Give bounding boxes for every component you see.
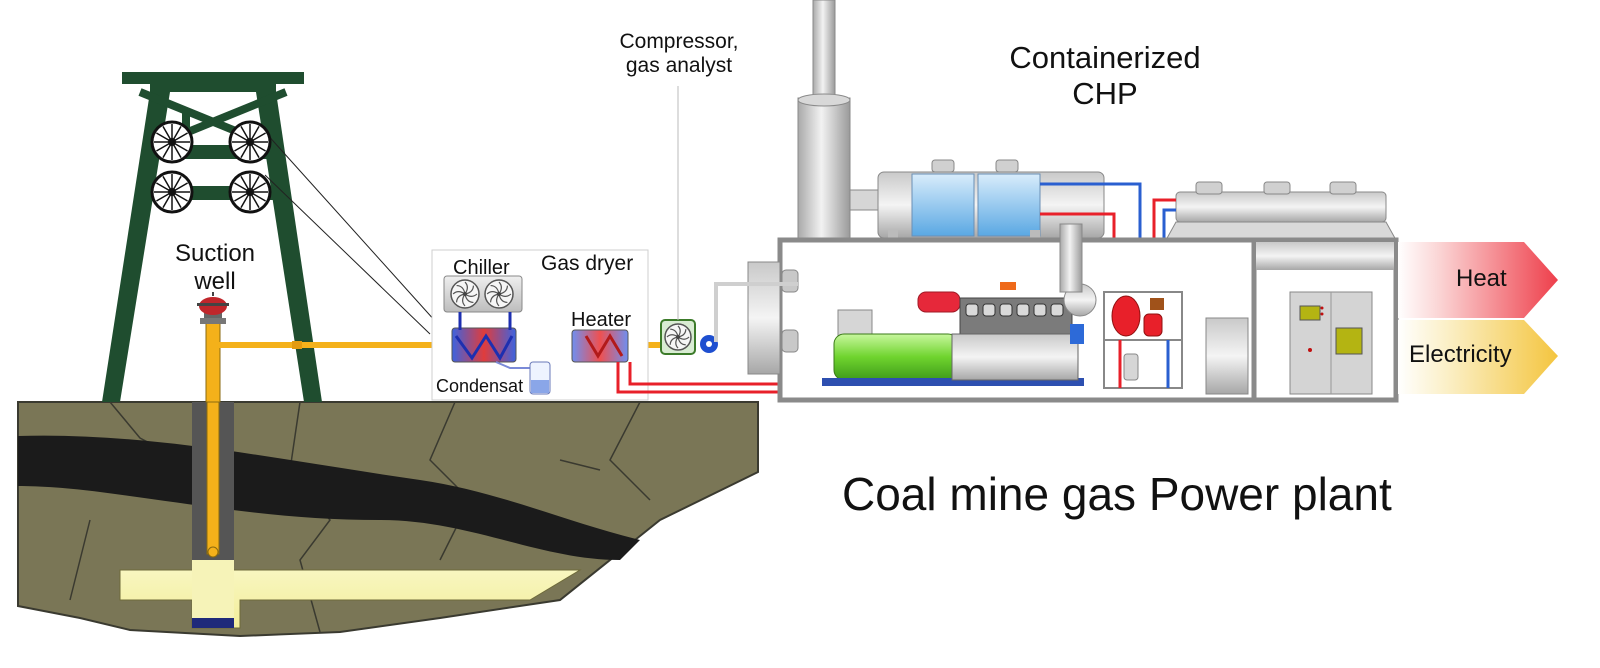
switchgear [1205,291,1373,395]
fan-icon [450,279,480,309]
coil-icon [451,312,517,363]
condensate-tank [495,361,551,395]
engine-cylinder [965,303,979,317]
electricity-arrow [1398,320,1558,394]
borehole [192,401,234,628]
gas-dryer-box [431,249,649,401]
label-compressor: Compressor, gas analyst [619,30,739,78]
engine-cylinder [1033,303,1047,317]
pulley-icon [150,120,194,164]
gas-chamber [119,569,582,629]
roof-radiator [849,159,1105,240]
heater-unit [571,329,629,363]
exhaust-stack [797,0,851,241]
label-gas-dryer: Gas dryer [541,252,634,275]
heat-arrow [1398,242,1558,318]
coal-seam [18,435,640,560]
pulley-icon [150,170,194,214]
wellhead-valve-icon [197,292,229,403]
pulley-icon [228,170,272,214]
label-chp: Containerized CHP [1009,40,1201,111]
fan-icon [664,323,692,351]
label-electricity: Electricity [1409,341,1512,368]
heat-exchanger-skid [1103,291,1183,389]
air-intake [714,261,799,375]
label-heat: Heat [1456,265,1507,292]
headframe-tower [102,72,437,402]
engine-cylinder [982,303,996,317]
engine-cylinder [1050,303,1064,317]
engine-cylinder [1016,303,1030,317]
label-condensat: Condensat [436,376,524,396]
fan-icon [484,279,514,309]
label-heater: Heater [571,309,632,331]
engine-cylinder [999,303,1013,317]
pulley-icon [228,120,272,164]
fan-icon [450,279,514,309]
generator [822,309,1084,386]
diagram-caption: Coal mine gas Power plant [842,468,1392,520]
pulley-wheels [150,120,272,214]
label-suction-well: Suction well [174,240,256,295]
label-chiller: Chiller [453,257,510,279]
roof-silencer [1165,181,1397,241]
